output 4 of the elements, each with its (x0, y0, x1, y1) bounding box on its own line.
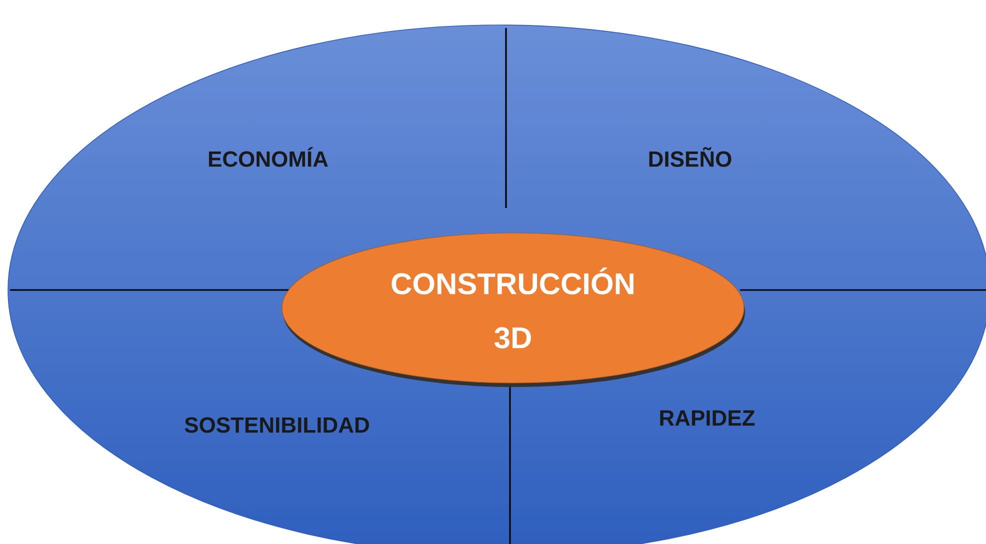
quadrant-label: RAPIDEZ (660, 410, 755, 426)
quadrant-label: SOSTENIBILIDAD (184, 417, 369, 433)
quadrant-label: ECONOMÍA (208, 147, 328, 167)
quadrant-label: DISEÑO (649, 147, 732, 167)
